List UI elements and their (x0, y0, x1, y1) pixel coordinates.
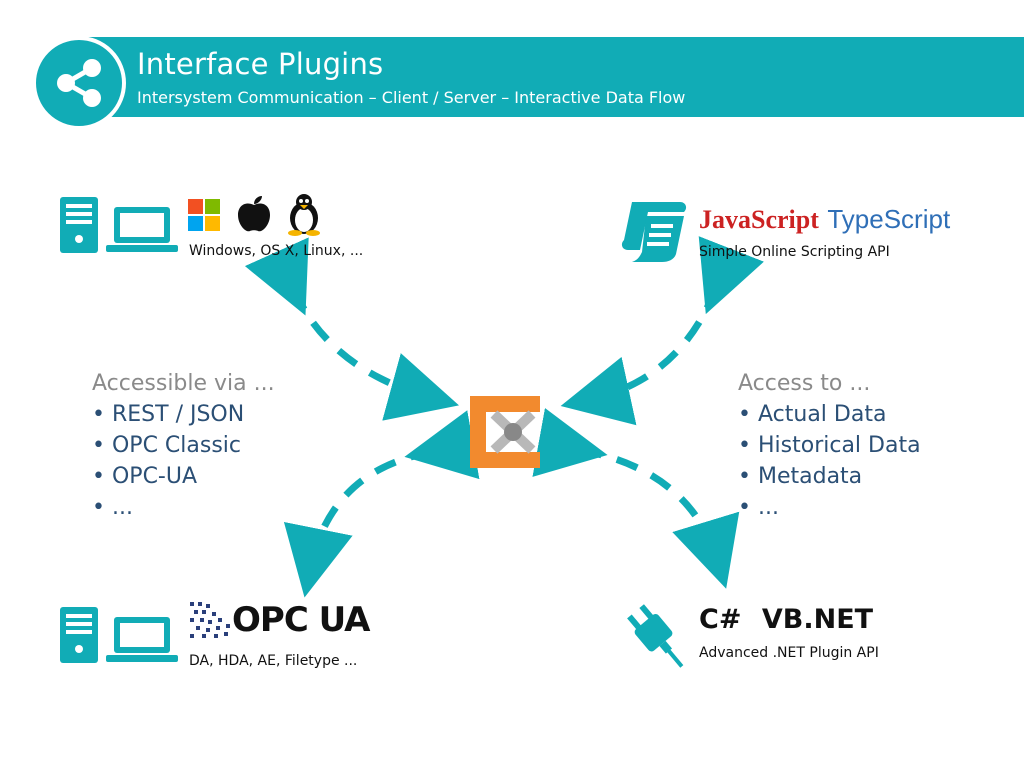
left-list-item: ... (92, 492, 275, 523)
linux-penguin-logo (288, 194, 320, 236)
opc-caption: DA, HDA, AE, Filetype ... (189, 653, 358, 669)
right-list: Access to ... Actual Data Historical Dat… (738, 368, 921, 523)
scripting-caption: Simple Online Scripting API (699, 244, 890, 260)
right-list-item: Historical Data (738, 430, 921, 461)
dotnet-languages: C# VB.NET (699, 604, 873, 635)
windows-logo (188, 199, 220, 231)
left-list-item: REST / JSON (92, 399, 275, 430)
server-icon (60, 197, 98, 253)
central-app-logo (470, 396, 540, 468)
vbnet-label: VB.NET (761, 604, 874, 635)
arrow-bottom-left (283, 410, 480, 598)
server-icon (60, 607, 98, 663)
opc-pattern-icon (190, 602, 230, 638)
left-list: Accessible via ... REST / JSON OPC Class… (92, 368, 275, 523)
page-subtitle: Intersystem Communication – Client / Ser… (137, 88, 686, 107)
opc-ua-logo: OPC UA (188, 600, 413, 642)
arrow-bottom-right (532, 408, 740, 589)
right-list-item: Metadata (738, 461, 921, 492)
header-icon-circle (32, 36, 126, 130)
right-list-item: ... (738, 492, 921, 523)
opc-ua-logo-text: OPC UA (232, 600, 370, 640)
laptop-icon (106, 207, 178, 252)
right-list-heading: Access to ... (738, 371, 871, 396)
left-list-item: OPC-UA (92, 461, 275, 492)
share-icon (57, 59, 101, 107)
arrow-top-right (560, 236, 764, 426)
plug-icon (627, 604, 684, 668)
page-title: Interface Plugins (137, 47, 384, 81)
os-caption: Windows, OS X, Linux, ... (189, 243, 364, 259)
scripting-languages: JavaScript TypeScript (699, 204, 950, 235)
arrow-top-left (244, 237, 459, 421)
left-list-item: OPC Classic (92, 430, 275, 461)
left-list-heading: Accessible via ... (92, 371, 275, 396)
right-list-item: Actual Data (738, 399, 921, 430)
apple-logo (238, 196, 270, 232)
javascript-label: JavaScript (699, 205, 819, 234)
script-scroll-icon (621, 202, 687, 262)
typescript-label: TypeScript (827, 204, 951, 234)
csharp-label: C# (699, 604, 742, 635)
dotnet-caption: Advanced .NET Plugin API (699, 645, 879, 661)
laptop-icon (106, 617, 178, 662)
header-banner (70, 37, 1024, 117)
